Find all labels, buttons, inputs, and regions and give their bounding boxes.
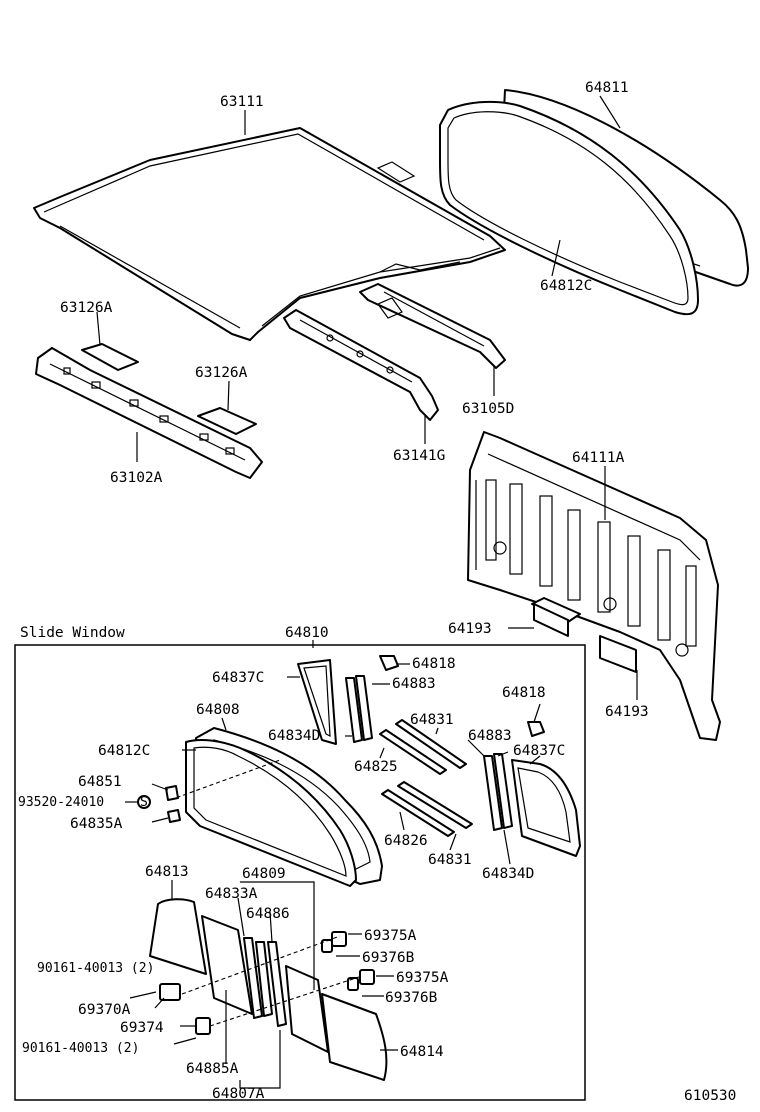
roof-pad-1 [81,343,139,371]
label-64811: 64811 [585,80,629,96]
upper-rails [379,719,467,775]
label-64826: 64826 [384,833,428,849]
label-63105d: 63105D [462,401,514,417]
clip-lower [527,721,545,737]
label-64837c-1: 64837C [212,670,264,686]
label-64813: 64813 [145,864,189,880]
back-panel-pad-2 [599,635,637,673]
label-90161-40013-2: 90161-40013 (2) [22,1041,139,1056]
label-64831-1: 64831 [410,712,454,728]
label-63141g: 63141G [393,448,445,464]
label-64834d-1: 64834D [268,728,320,744]
label-69370a: 69370A [78,1002,131,1018]
label-64886: 64886 [246,906,290,922]
label-63126a-1: 63126A [60,300,113,316]
label-64883-1: 64883 [392,676,436,692]
label-64193-1: 64193 [448,621,492,637]
slide-glass-right [321,993,388,1081]
quarter-glass-lower [511,759,581,857]
roof-front-header [35,347,263,479]
clip-upper [379,655,399,671]
label-64807a: 64807A [212,1086,265,1102]
channel-strips-upper [345,675,373,743]
channel-strips-lower [483,753,513,831]
label-63102a: 63102A [110,470,163,486]
label-69375a-1: 69375A [364,928,417,944]
label-69374: 69374 [120,1020,164,1036]
label-64885a: 64885A [186,1061,239,1077]
leader-lines [96,95,638,1089]
label-63111: 63111 [220,94,264,110]
label-64808: 64808 [196,702,240,718]
roof-panel [33,127,506,341]
roof-pad-2 [197,407,257,435]
label-69376b-1: 69376B [362,950,415,966]
label-64818-1: 64818 [412,656,456,672]
label-64883-2: 64883 [468,728,512,744]
label-64193-2: 64193 [605,704,649,720]
label-69375a-2: 69375A [396,970,449,986]
label-93520-24010: 93520-24010 [18,795,104,810]
back-panel-pad-1 [531,597,581,637]
slide-glass-left-2 [201,915,253,1015]
label-64831-2: 64831 [428,852,472,868]
roof-rail-side [359,283,506,369]
slide-glass-left [149,898,207,975]
label-64812c-win: 64812C [98,743,150,759]
label-69376b-2: 69376B [385,990,438,1006]
small-fasteners: S [137,785,181,823]
label-64812c-top: 64812C [540,278,592,294]
slide-window-box [14,644,586,1101]
label-64810: 64810 [285,625,329,641]
label-64835a: 64835A [70,816,123,832]
slide-window-weatherstrip [185,739,357,887]
label-90161-40013-1: 90161-40013 (2) [37,961,154,976]
rear-window-weatherstrip [439,100,699,316]
label-64111a: 64111A [572,450,625,466]
slide-glass-strips [243,937,287,1027]
slide-glass-right-2 [285,965,329,1053]
section-title: Slide Window [20,625,125,641]
label-64814: 64814 [400,1044,444,1060]
label-64809: 64809 [242,866,286,882]
label-64834d-2: 64834D [482,866,534,882]
cab-back-panel [467,431,721,741]
figure-number: 610530 [684,1088,736,1104]
label-63126a-2: 63126A [195,365,248,381]
quarter-glass-upper [297,659,337,745]
roof-rail-rear [283,309,439,421]
svg-text:S: S [140,795,148,810]
label-64818-2: 64818 [502,685,546,701]
label-64833a: 64833A [205,886,258,902]
label-64851: 64851 [78,774,122,790]
label-64825: 64825 [354,759,398,775]
lower-rails [381,781,473,837]
label-64837c-2: 64837C [513,743,565,759]
